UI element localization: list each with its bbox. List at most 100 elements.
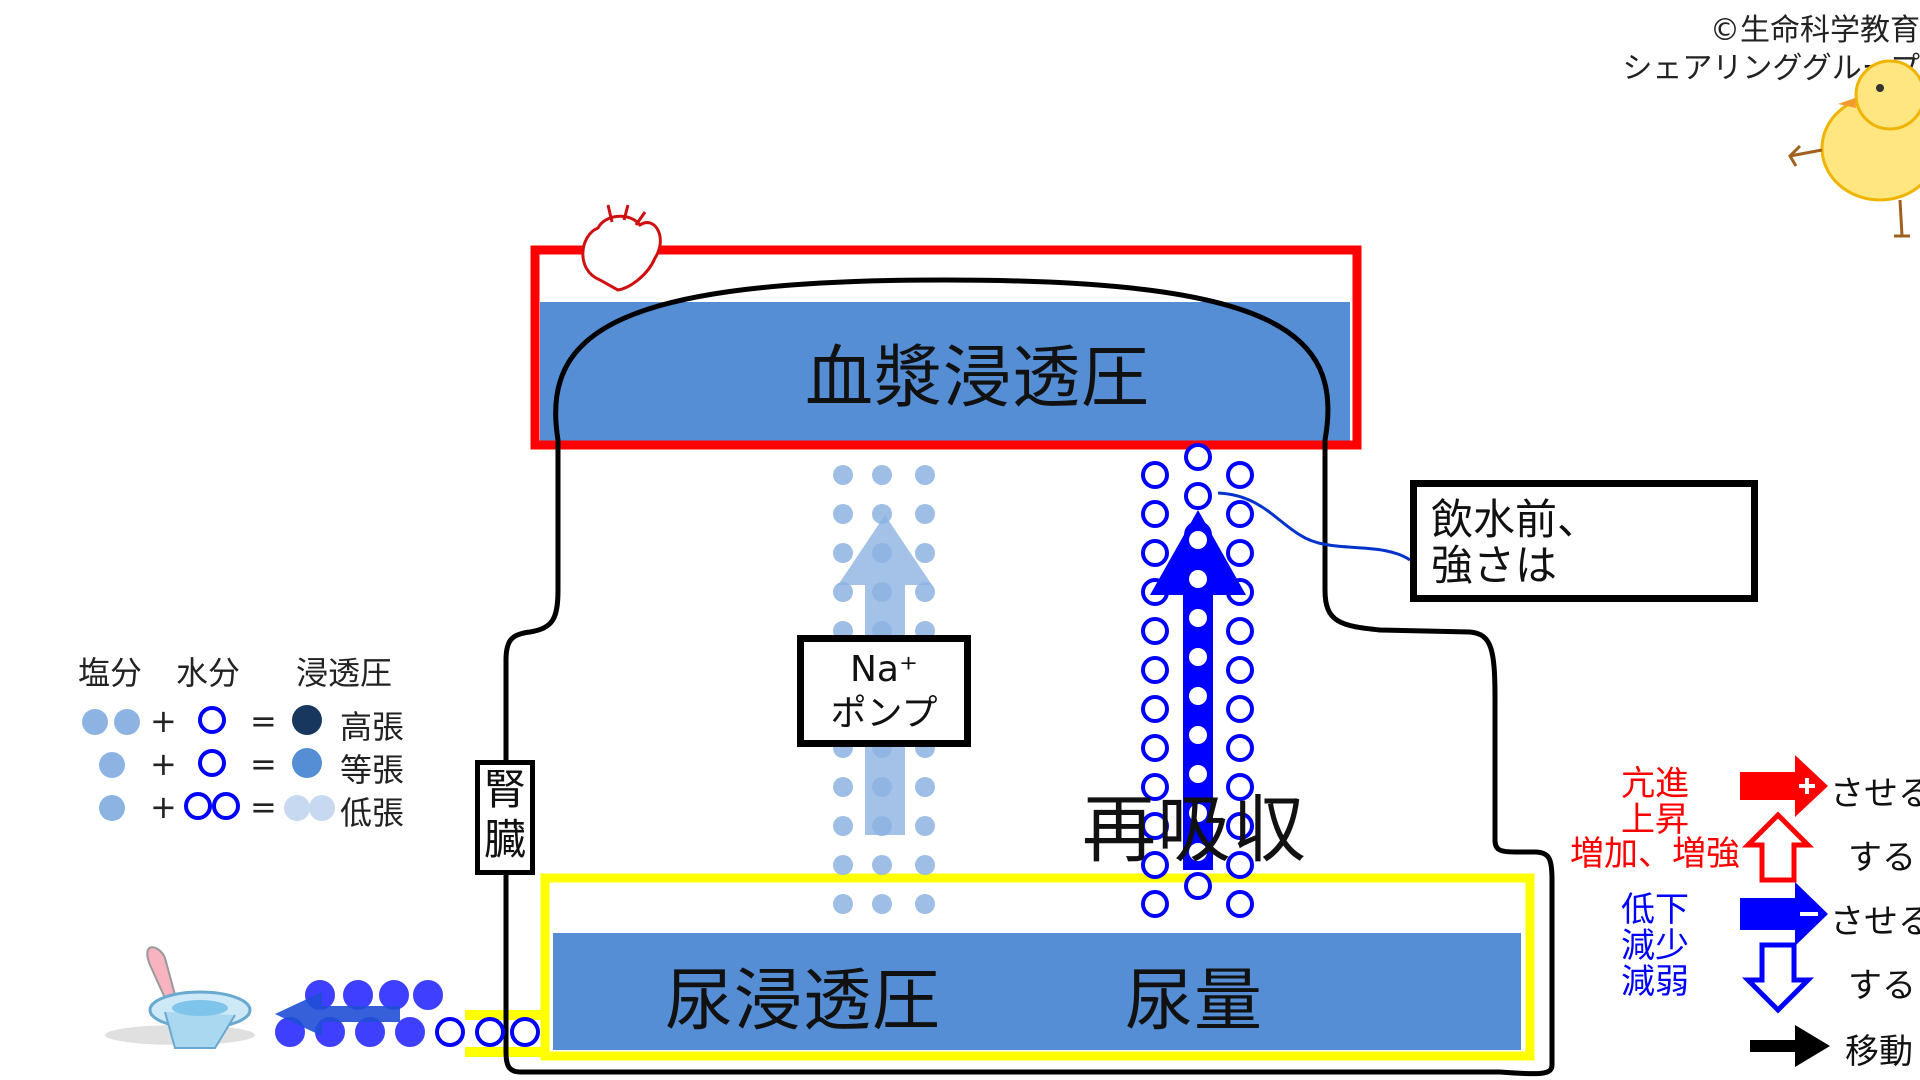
urine-dot: [395, 1017, 425, 1047]
kidney-label-box: 腎 臓: [475, 760, 535, 875]
red-right-arrow-icon: [1740, 755, 1828, 817]
key-blue-1: 低下: [1621, 890, 1689, 930]
water-dot: [1141, 695, 1169, 723]
water-dot: [1141, 500, 1169, 528]
pump-label-2: ポンプ: [830, 693, 938, 734]
urine-box: [540, 873, 1535, 1061]
legend-header-salt: 塩分: [78, 654, 143, 692]
key-red-3: 増加、増強: [1570, 834, 1740, 874]
legend-result-dot: [292, 705, 322, 735]
legend-salt-dot: [99, 752, 125, 778]
salt-dot: [915, 543, 935, 563]
salt-dot: [833, 504, 853, 524]
toilet-icon: [105, 946, 255, 1049]
legend-salt-dot: [99, 795, 125, 821]
urine-osmotic-label: 尿浸透圧: [665, 962, 942, 1041]
key-saseru-2: させる: [1830, 902, 1920, 942]
salt-dot: [915, 855, 935, 875]
move-arrow-icon: [1750, 1025, 1830, 1067]
urine-dot: [355, 1017, 385, 1047]
legend-plus-1: +: [150, 702, 177, 740]
water-dot: [1184, 872, 1212, 900]
key-red-1: 亢進: [1621, 764, 1689, 804]
plasma-label: 血漿浸透圧: [805, 339, 1151, 418]
water-dot: [1141, 461, 1169, 489]
water-dot: [1141, 812, 1169, 840]
key-blue-2: 減少: [1621, 926, 1689, 966]
water-dot: [1226, 890, 1254, 918]
key-suru-1: する: [1848, 838, 1916, 878]
salt-dot: [915, 816, 935, 836]
kidney-label-2: 臓: [483, 815, 526, 864]
water-dot: [1141, 734, 1169, 762]
plasma-box: [530, 245, 1362, 450]
water-arrow-dot: [1189, 765, 1207, 783]
legend-water-dot: [212, 792, 240, 820]
legend-header-water: 水分: [176, 654, 241, 692]
key-blue-words: 低下 減少 減弱: [1600, 892, 1710, 1000]
key-saseru-1: させる: [1830, 774, 1920, 814]
urine-dot: [435, 1017, 465, 1047]
key-suru-2: する: [1848, 966, 1916, 1006]
water-dot: [1226, 812, 1254, 840]
water-arrow-dot: [1189, 648, 1207, 666]
salt-dot: [833, 582, 853, 602]
salt-dot: [833, 816, 853, 836]
salt-dot: [915, 582, 935, 602]
legend-result-1: 高張: [340, 708, 405, 746]
water-arrow-dot: [1189, 804, 1207, 822]
heart-icon: [581, 204, 662, 292]
legend-result-dot: [309, 795, 335, 821]
red-up-arrow-icon: [1741, 811, 1815, 883]
water-dot: [1226, 695, 1254, 723]
water-dot: [1184, 482, 1212, 510]
key-arrows: [1740, 755, 1830, 1067]
salt-dot: [833, 465, 853, 485]
salt-dot: [833, 543, 853, 563]
copyright-line1: ©生命科学教育: [1710, 13, 1920, 48]
water-dot: [1141, 617, 1169, 645]
salt-dot: [833, 855, 853, 875]
note-line2: 強さは: [1431, 541, 1558, 590]
salt-dot: [872, 894, 892, 914]
na-pump-box: Na⁺ ポンプ: [797, 635, 971, 747]
salt-dot: [915, 465, 935, 485]
water-dot: [1226, 851, 1254, 879]
water-dot: [1226, 656, 1254, 684]
outflow-arrow-icon: [275, 992, 400, 1036]
salt-dot: [872, 855, 892, 875]
legend-eq-3: =: [250, 788, 277, 826]
legend-plus-3: +: [150, 788, 177, 826]
key-blue-3: 減弱: [1621, 962, 1689, 1002]
legend-plus-2: +: [150, 745, 177, 783]
salt-dot: [872, 465, 892, 485]
legend-eq-2: =: [250, 745, 277, 783]
kidney-outline: [503, 277, 1555, 1077]
water-dot: [1226, 500, 1254, 528]
urine-dot: [343, 980, 373, 1010]
salt-dot: [833, 894, 853, 914]
salt-dot: [915, 504, 935, 524]
blue-right-arrow-icon: [1740, 882, 1828, 946]
water-arrow-dot: [1189, 531, 1207, 549]
urine-dot: [379, 980, 409, 1010]
salt-dot: [833, 777, 853, 797]
urine-bar: [553, 933, 1521, 1050]
key-red-2: 上昇: [1621, 800, 1689, 840]
legend-result-dot: [284, 795, 310, 821]
water-arrow-dot: [1189, 726, 1207, 744]
legend-water-dot: [184, 792, 212, 820]
legend-result-3: 低張: [340, 794, 405, 832]
blue-down-arrow-icon: [1741, 942, 1815, 1014]
urine-volume-label: 尿量: [1125, 962, 1264, 1041]
legend-salt-dot: [82, 709, 108, 735]
water-dot: [1141, 773, 1169, 801]
water-arrow-dot: [1189, 570, 1207, 588]
note-connector: [1217, 491, 1411, 562]
legend-result-dot: [292, 748, 322, 778]
legend-eq-1: =: [250, 702, 277, 740]
legend-water-dot: [198, 706, 226, 734]
chick-icon: [1788, 59, 1920, 238]
water-arrow-dot: [1189, 687, 1207, 705]
